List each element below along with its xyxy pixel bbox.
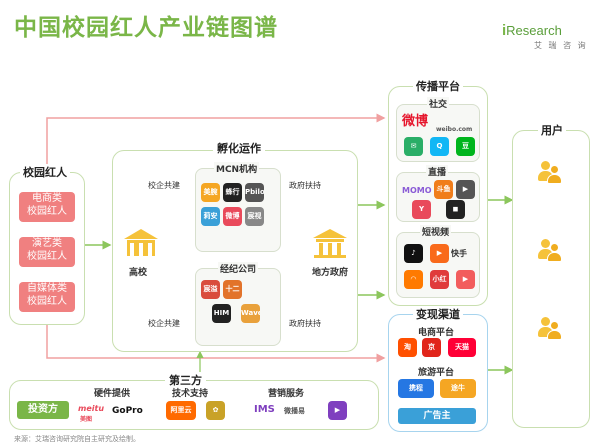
- school-label: 高校: [129, 268, 148, 278]
- taobao-logo: 淘: [398, 338, 417, 357]
- advertiser-badge[interactable]: 广告主: [398, 408, 476, 424]
- hardware-title: 硬件提供: [94, 389, 131, 399]
- mcn-logo-4: 莉安遇: [201, 207, 220, 226]
- brand-logo: iResearch: [502, 22, 562, 39]
- momo-logo: MOMO: [402, 186, 432, 195]
- government-icon: [313, 229, 347, 258]
- mcn-logo-1: 美腕: [201, 183, 220, 202]
- incubation-title: 孵化运作: [213, 140, 265, 156]
- alicloud-logo: 阿里云: [166, 401, 196, 420]
- gopro-logo: GoPro: [112, 406, 143, 416]
- school-icon: [124, 229, 158, 256]
- mcn-logo-5: 微博: [223, 207, 242, 226]
- weibo-logo: 微博: [402, 114, 429, 129]
- ocean-logo: ◠: [404, 270, 423, 289]
- school-coop-bottom: 校企共建: [148, 319, 180, 328]
- jd-logo: 京: [422, 338, 441, 357]
- marketing-title: 营销服务: [268, 389, 305, 399]
- wechat-icon: ✉: [404, 137, 423, 156]
- yy-logo: Y: [412, 200, 431, 219]
- mcn-title: MCN机构: [214, 162, 260, 175]
- xiaohongshu-logo: 小红书: [430, 270, 449, 289]
- ecommerce-title: 电商平台: [418, 328, 455, 338]
- campus-kol-item-performance[interactable]: 演艺类 校园红人: [19, 237, 75, 267]
- douyu-logo: 斗鱼: [434, 180, 453, 199]
- tech-title: 技术支持: [172, 389, 209, 399]
- gov-support-bottom: 政府扶持: [289, 319, 321, 328]
- agency-logo-1: 宸溢: [201, 280, 220, 299]
- monetization-title: 变现渠道: [413, 306, 463, 322]
- page-title: 中国校园红人产业链图谱: [14, 15, 278, 41]
- tmall-logo: 天猫: [448, 338, 476, 357]
- tuniu-logo: 途牛: [440, 379, 476, 398]
- meitu-sub: 美图: [80, 416, 93, 423]
- social-title: 社交: [427, 97, 450, 110]
- third-party-title: 第三方: [165, 372, 206, 388]
- tech-icon: ✿: [206, 401, 225, 420]
- huya-logo: ▶: [456, 180, 475, 199]
- agency-title: 经纪公司: [218, 262, 259, 275]
- distribution-title: 传播平台: [413, 78, 463, 94]
- user-icon: [538, 238, 564, 264]
- live-title: 直播: [426, 165, 449, 178]
- ctrip-logo: 携程: [398, 379, 434, 398]
- users-title: 用户: [538, 122, 566, 138]
- brand-subtitle: 艾 瑞 咨 询: [534, 41, 588, 50]
- gov-support-top: 政府扶持: [289, 181, 321, 190]
- kuaishou-icon: ▶: [430, 244, 449, 263]
- agency-logo-2: 十二: [223, 280, 242, 299]
- agency-logo-3: HIM: [212, 304, 231, 323]
- weiboyi-logo: 微播易: [284, 407, 305, 415]
- inke-logo: ◼: [446, 200, 465, 219]
- ims-logo: IMS: [254, 404, 275, 415]
- qq-icon: Q: [430, 137, 449, 156]
- douban-icon: 豆: [456, 137, 475, 156]
- travel-title: 旅游平台: [418, 368, 455, 378]
- government-label: 地方政府: [312, 268, 349, 278]
- mcn-logo-2: 蜂行: [223, 183, 242, 202]
- mcn-logo-6: 宸视: [245, 207, 264, 226]
- user-icon: [538, 160, 564, 186]
- campus-kol-item-selfmedia[interactable]: 自媒体类 校园红人: [19, 282, 75, 312]
- source-note: 来源：艾瑞咨询研究院自主研究及绘制。: [14, 435, 140, 443]
- weibo-url: weibo.com: [436, 126, 473, 133]
- investor-badge[interactable]: 投资方: [17, 401, 69, 419]
- agency-logo-4: Wave: [241, 304, 260, 323]
- video-logo: ▶: [456, 270, 475, 289]
- douyin-logo: ♪: [404, 244, 423, 263]
- kuaishou-logo: 快手: [451, 249, 467, 258]
- school-coop-top: 校企共建: [148, 181, 180, 190]
- mcn-logo-3: Pbilon: [245, 183, 264, 202]
- meitu-logo: meitu: [78, 404, 105, 413]
- user-icon: [538, 316, 564, 342]
- short-video-title: 短视频: [420, 225, 452, 238]
- marketing-icon: ▶: [328, 401, 347, 420]
- campus-kol-item-ecommerce[interactable]: 电商类 校园红人: [19, 192, 75, 222]
- campus-kol-title: 校园红人: [20, 164, 70, 180]
